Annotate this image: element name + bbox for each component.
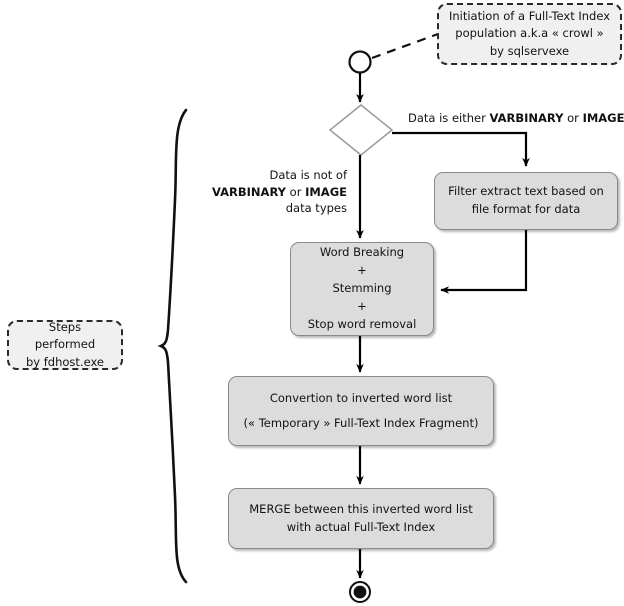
edge-label-varbinary-branch: Data is either VARBINARY or IMAGE <box>408 110 624 127</box>
note-initiation-line-3: by sqlservexe <box>489 43 570 58</box>
edge-label-not-varbinary-type-1: VARBINARY <box>212 184 286 199</box>
activity-filter-line-2: file format for data <box>471 202 581 216</box>
edge-label-not-varbinary-line-1: Data is not of <box>269 168 347 182</box>
activity-convertion-spacer <box>239 408 483 415</box>
activity-convertion-line-2: (« Temporary » Full-Text Index Fragment) <box>243 415 479 430</box>
note-initiation: Initiation of a Full-Text Index populati… <box>437 3 622 65</box>
activity-convertion-inverted-word-list[interactable]: Convertion to inverted word list (« Temp… <box>228 376 494 446</box>
initial-node-circle <box>348 50 372 74</box>
activity-filter-line-1: Filter extract text based on <box>448 184 604 199</box>
activity-word-breaking-line-2: Stemming <box>332 281 392 296</box>
edge-label-varbinary-middle: or <box>563 111 583 125</box>
activity-word-breaking-plus-1: + <box>357 263 367 278</box>
note-initiation-line-2: population a.k.a « crowl » <box>455 26 604 41</box>
edge-label-not-varbinary-middle: or <box>286 184 306 199</box>
edge-filter-to-wordbreaking <box>440 230 528 294</box>
activity-filter-extract-text[interactable]: Filter extract text based on file format… <box>434 172 618 230</box>
activity-word-breaking[interactable]: Word Breaking + Stemming + Stop word rem… <box>290 242 434 336</box>
edge-label-varbinary-prefix: Data is either <box>408 111 490 125</box>
note-fdhost-line-2: by fdhost.exe <box>26 354 104 369</box>
edge-label-not-varbinary-line-2: VARBINARY or IMAGE <box>185 184 347 201</box>
activity-merge-with-full-text-index[interactable]: MERGE between this inverted word list wi… <box>228 488 494 549</box>
edge-label-varbinary-type-1: VARBINARY <box>489 111 564 125</box>
final-node-outer-ring <box>349 581 371 603</box>
edge-label-not-varbinary-branch: Data is not of VARBINARY or IMAGE data t… <box>185 167 347 217</box>
activity-word-breaking-line-1: Word Breaking <box>319 245 405 260</box>
activity-convertion-line-1: Convertion to inverted word list <box>269 390 453 405</box>
activity-word-breaking-line-3: Stop word removal <box>307 316 417 331</box>
note-anchor-line <box>371 32 439 60</box>
activity-merge-line-1: MERGE between this inverted word list <box>249 501 473 516</box>
activity-word-breaking-plus-2: + <box>357 298 367 313</box>
note-fdhost-line-1: Steps performed <box>34 320 96 352</box>
edge-decision-to-filter <box>392 131 530 167</box>
activity-merge-line-2: with actual Full-Text Index <box>286 519 436 534</box>
note-initiation-line-1: Initiation of a Full-Text Index <box>448 9 611 24</box>
edge-label-not-varbinary-line-3: data types <box>285 201 347 216</box>
edge-label-not-varbinary-type-2: IMAGE <box>305 184 347 199</box>
decision-node-diamond <box>328 104 394 156</box>
note-fdhost: Steps performed by fdhost.exe <box>7 320 123 370</box>
edge-label-varbinary-type-2: IMAGE <box>582 111 624 125</box>
final-node-inner-dot <box>353 585 367 599</box>
grouping-brace <box>157 108 188 584</box>
